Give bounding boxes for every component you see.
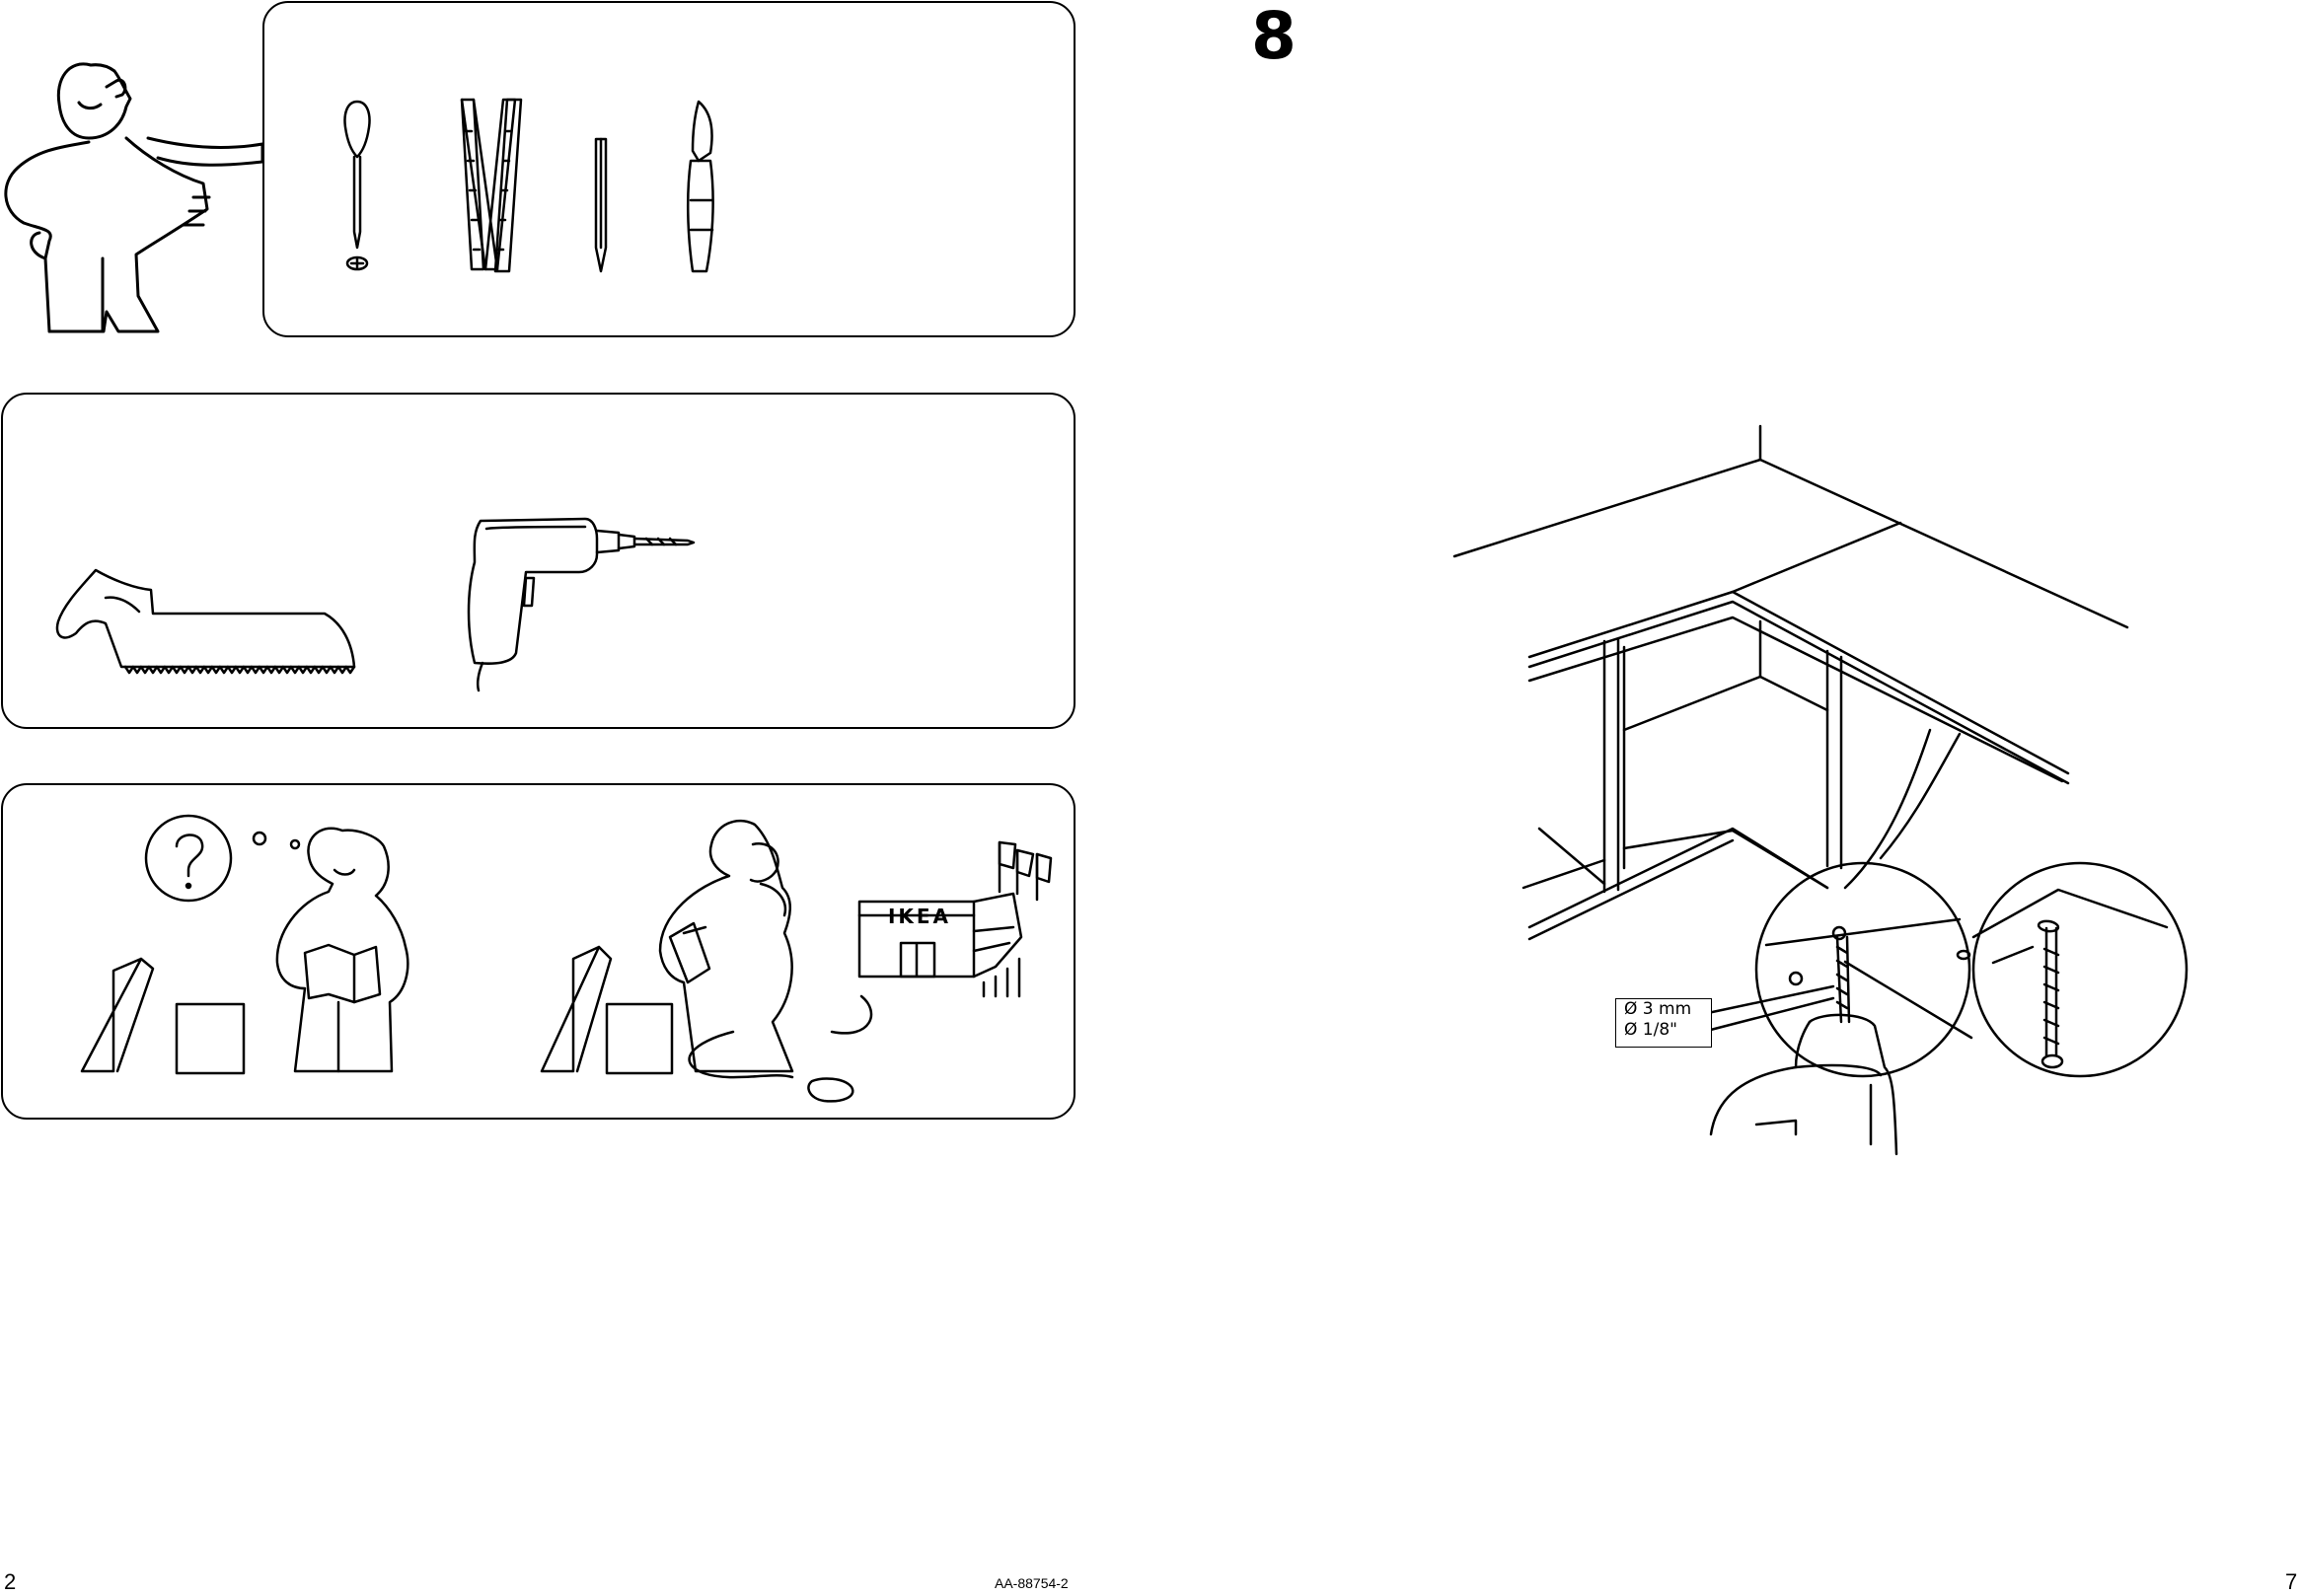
store-sign-label: IKEA	[876, 905, 963, 928]
help-contact-panel	[1, 783, 1076, 1120]
question-mark-icon	[146, 816, 299, 901]
power-tools-panel	[1, 393, 1076, 729]
drill-diameter-imperial: Ø 1/8"	[1624, 1020, 1711, 1041]
folding-ruler-icon	[462, 100, 521, 271]
pencil-icon	[596, 139, 606, 271]
help-illustration	[3, 785, 1074, 1118]
document-code: AA-88754-2	[995, 1575, 1069, 1591]
right-page-number: 7	[2285, 1569, 2297, 1595]
hand-saw-icon	[57, 570, 354, 673]
power-drill-icon	[469, 519, 694, 690]
phone-icon	[542, 821, 871, 1101]
utility-knife-icon	[688, 102, 712, 271]
drill-bit-size-label: Ø 3 mm Ø 1/8"	[1615, 998, 1712, 1048]
step-number: 8	[1251, 4, 1297, 69]
drill-diameter-metric: Ø 3 mm	[1624, 999, 1711, 1020]
power-tools-illustration	[3, 395, 1074, 727]
required-tools-panel	[262, 1, 1076, 337]
confused-person-figure	[82, 829, 408, 1073]
left-page-number: 2	[4, 1569, 16, 1595]
phillips-screwdriver-icon	[345, 102, 370, 269]
hand-tools-illustration	[264, 3, 1074, 335]
